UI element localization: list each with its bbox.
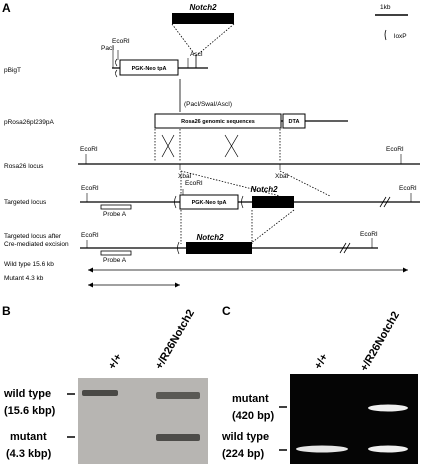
- southern-mutant-label-1: mutant: [10, 431, 47, 443]
- asci-site-label: AscI: [190, 51, 203, 58]
- pbigt-loxp-2: [115, 69, 118, 78]
- targeted-ecori-mid-label: EcoRI: [185, 180, 203, 187]
- cre-break-mark: [339, 242, 351, 254]
- rosa-xbai-right-label: XbaI: [275, 173, 289, 180]
- target-dotted-diag: [180, 170, 281, 197]
- loxp-legend-label: loxP: [394, 33, 407, 40]
- paci-site-label: PacI: [101, 45, 114, 52]
- pcr-wt-band-lane1: [296, 445, 348, 453]
- pcr-wt-label-2: (224 bp): [222, 448, 265, 460]
- insert-dotted-left: [171, 23, 197, 57]
- pcr-mutant-label-1: mutant: [232, 393, 269, 405]
- southern-mutant-label-2: (4.3 kbp): [6, 448, 52, 460]
- rosa-ecori-right-label: EcoRI: [386, 146, 404, 153]
- after-cre-label-1: Targeted locus after: [4, 233, 62, 240]
- panel-c-label: C: [222, 304, 231, 318]
- rosa-ecori-left-label: EcoRI: [80, 146, 98, 153]
- pgk-neo-label-targeted: PGK-Neo tpA: [192, 200, 227, 206]
- pgk-neo-label-pbigt: PGK-Neo tpA: [132, 66, 167, 72]
- prosa-label: pRosa26pl239pA: [4, 119, 55, 126]
- probe-a-label-targeted: Probe A: [103, 211, 127, 218]
- rosa-locus-label: Rosa26 locus: [4, 163, 44, 170]
- notch2-box-targeted: [252, 196, 294, 208]
- pbigt-label: pBigT: [4, 67, 21, 74]
- southern-lane-2-label: +/R26Notch2: [153, 308, 197, 372]
- rosa26-genomic-box: [154, 113, 282, 129]
- crossover-x-left: [161, 134, 175, 158]
- wild-type-fragment-label: Wild type 15.6 kb: [4, 261, 54, 268]
- pcr-lane-1-label: +/+: [312, 352, 330, 372]
- mutant-fragment-label: Mutant 4.3 kb: [4, 275, 44, 282]
- pcr-mutant-band-lane2: [368, 404, 408, 412]
- pcr-mutant-label-2: (420 bp): [232, 410, 275, 422]
- panel-b-label: B: [2, 304, 11, 318]
- targeted-loxp-1: [174, 195, 177, 209]
- loxp-legend-icon: [384, 29, 387, 41]
- after-cre-ecori-right-label: EcoRI: [360, 231, 378, 238]
- probe-a-box-targeted: [100, 204, 132, 210]
- target-dotted-right: [279, 170, 331, 197]
- southern-lane-1-label: +/+: [106, 352, 124, 372]
- cre-dotted-right: [249, 209, 295, 245]
- probe-a-box-cre: [100, 250, 132, 256]
- pcr-lane-2-label: +/R26Notch2: [358, 310, 402, 374]
- dta-label: DTA: [289, 119, 300, 125]
- pcr-wt-label-1: wild type: [221, 431, 269, 443]
- notch2-cdna-box: [172, 13, 234, 24]
- panel-a-label: A: [2, 1, 11, 15]
- southern-wt-label-2: (15.6 kbp): [4, 405, 56, 417]
- targeted-loxp-2: [241, 195, 244, 209]
- notch2-top-label: Notch2: [189, 3, 217, 12]
- after-cre-ecori-left-label: EcoRI: [81, 232, 99, 239]
- crossover-x-right: [224, 134, 239, 158]
- southern-wt-band-lane1: [82, 390, 118, 396]
- notch2-label-targeted: Notch2: [250, 185, 278, 194]
- dta-box: [282, 113, 306, 129]
- scale-bar-label: 1kb: [380, 4, 391, 11]
- insert-sites-label: (PacI/SwaI/AscI): [184, 101, 232, 108]
- southern-wt-band-lane2: [156, 392, 200, 399]
- pgk-neo-box-targeted: [179, 194, 239, 210]
- pbigt-ecori-label: EcoRI: [112, 38, 130, 45]
- cre-loxp: [177, 241, 180, 255]
- probe-a-label-cre: Probe A: [103, 257, 127, 264]
- southern-wt-label-1: wild type: [3, 388, 51, 400]
- southern-mutant-band-lane2: [156, 434, 200, 441]
- rosa26-genomic-label: Rosa26 genomic sequences: [181, 119, 255, 125]
- notch2-box-cre: [186, 242, 252, 254]
- pcr-wt-band-lane2: [368, 445, 408, 453]
- targeted-break-mark: [379, 196, 391, 208]
- notch2-label-cre: Notch2: [196, 233, 224, 242]
- insert-dotted-right: [195, 23, 235, 57]
- targeted-ecori-left-label: EcoRI: [81, 185, 99, 192]
- targeted-ecori-right-label: EcoRI: [399, 185, 417, 192]
- pbigt-loxp-1: [115, 58, 118, 67]
- after-cre-label-2: Cre-mediated excision: [4, 241, 69, 248]
- rosa-xbai-left-label: XbaI: [178, 173, 192, 180]
- targeted-locus-label: Targeted locus: [4, 199, 47, 206]
- pgk-neo-box-pbigt: [119, 59, 179, 76]
